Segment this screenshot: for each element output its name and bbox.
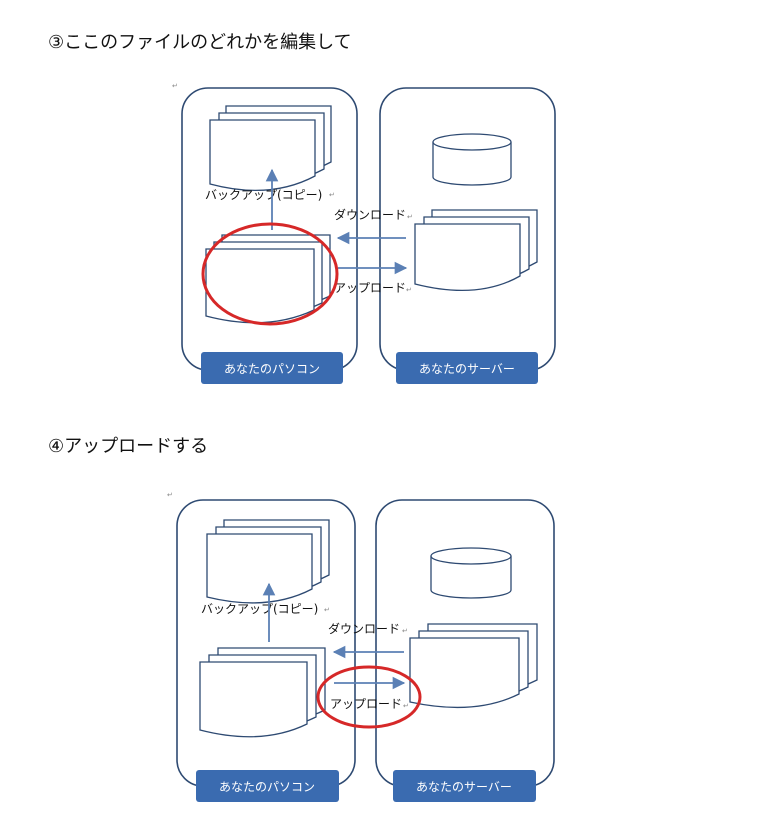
paragraph-mark: ↵ xyxy=(324,606,330,614)
paragraph-mark: ↵ xyxy=(407,213,413,221)
step3-heading: ③ここのファイルのどれかを編集して xyxy=(48,32,352,53)
server-label-badge xyxy=(393,770,536,802)
server-document-stack xyxy=(409,623,538,709)
paragraph-mark: ↵ xyxy=(406,286,412,294)
pc-label: あなたのパソコン xyxy=(219,780,315,794)
upload-label: アップロード xyxy=(330,697,402,711)
server-document-stack xyxy=(414,209,538,291)
step4-heading: ④アップロードする xyxy=(48,436,209,457)
database-icon xyxy=(432,133,512,186)
download-label: ダウンロード xyxy=(328,621,400,636)
paragraph-mark: ↵ xyxy=(402,627,408,635)
backup-document-stack xyxy=(206,519,330,604)
local-document-stack xyxy=(199,647,326,738)
highlight-circle-local-files xyxy=(201,222,339,326)
upload-label: アップロード xyxy=(334,281,406,295)
pc-label: あなたのパソコン xyxy=(224,362,320,376)
database-icon xyxy=(430,547,512,599)
paragraph-mark: ↵ xyxy=(172,82,178,90)
server-label: あなたのサーバー xyxy=(419,362,515,376)
pc-label-badge xyxy=(201,352,343,384)
local-document-stack xyxy=(205,234,331,324)
paragraph-mark: ↵ xyxy=(403,702,409,710)
pc-label-badge xyxy=(196,770,339,802)
server-label: あなたのサーバー xyxy=(416,780,512,794)
backup-label: バックアップ(コピー) xyxy=(205,188,322,202)
diagram-step4: ↵ バックアップ(コピー) ↵ ダウンロード xyxy=(167,491,555,802)
paragraph-mark: ↵ xyxy=(329,191,335,199)
backup-label: バックアップ(コピー) xyxy=(201,602,318,616)
paragraph-mark: ↵ xyxy=(167,491,173,499)
highlight-circle-upload xyxy=(316,665,422,729)
diagram-step3: ↵ バックアップ(コピー) ダウンロード ↵ xyxy=(172,82,556,384)
server-label-badge xyxy=(396,352,538,384)
backup-document-stack xyxy=(209,105,332,191)
download-label: ダウンロード xyxy=(334,207,406,222)
